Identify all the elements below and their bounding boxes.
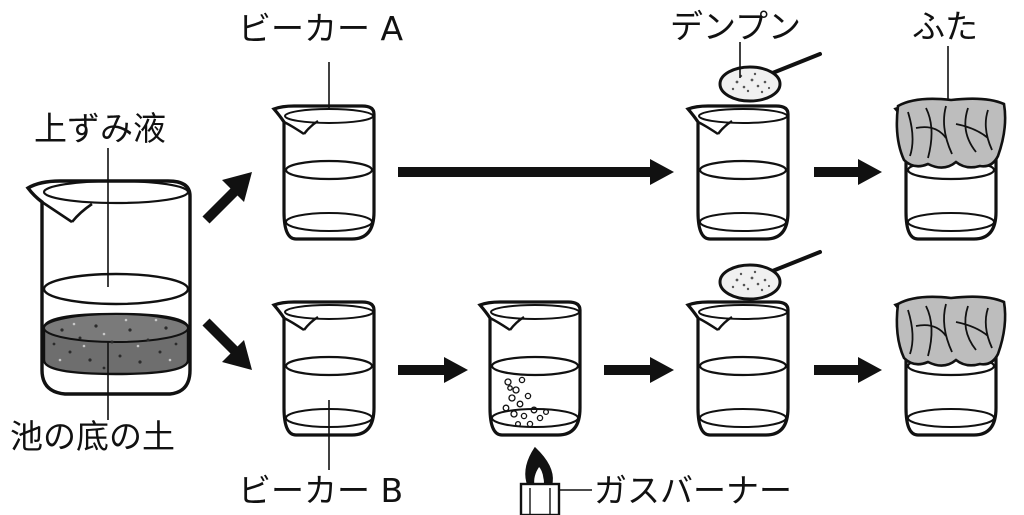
large-beaker [25, 179, 192, 396]
arrow-heating-to-starch [604, 357, 674, 383]
beaker-a [272, 104, 376, 241]
lid-label: ふた [912, 7, 978, 46]
starch-spoon-top [718, 52, 822, 103]
beaker-b-starch [686, 300, 790, 437]
gas-burner-label: ガスバーナー [594, 471, 792, 510]
starch-spoon-bottom [718, 250, 822, 301]
beaker-a-starch [686, 104, 790, 241]
beaker-heated [478, 300, 582, 437]
arrow-a-to-starch [398, 159, 674, 185]
pond-soil-label: 池の底の土 [10, 417, 175, 456]
supernatant-label: 上ずみ液 [34, 109, 166, 148]
gas-burner [519, 446, 561, 515]
starch-label: デンプン [670, 7, 802, 46]
beaker-a-label: ビーカー A [238, 9, 404, 48]
beaker-b-covered [894, 295, 1007, 437]
arrow-to-beaker-a [202, 172, 252, 224]
arrow-b-to-heating [398, 357, 468, 383]
beaker-a-covered [894, 97, 1007, 241]
beaker-b [272, 300, 376, 437]
beaker-b-label: ビーカー B [238, 471, 404, 510]
arrow-to-beaker-b [202, 318, 252, 370]
arrow-b-to-lid [814, 357, 882, 383]
arrow-a-to-lid [814, 159, 882, 185]
